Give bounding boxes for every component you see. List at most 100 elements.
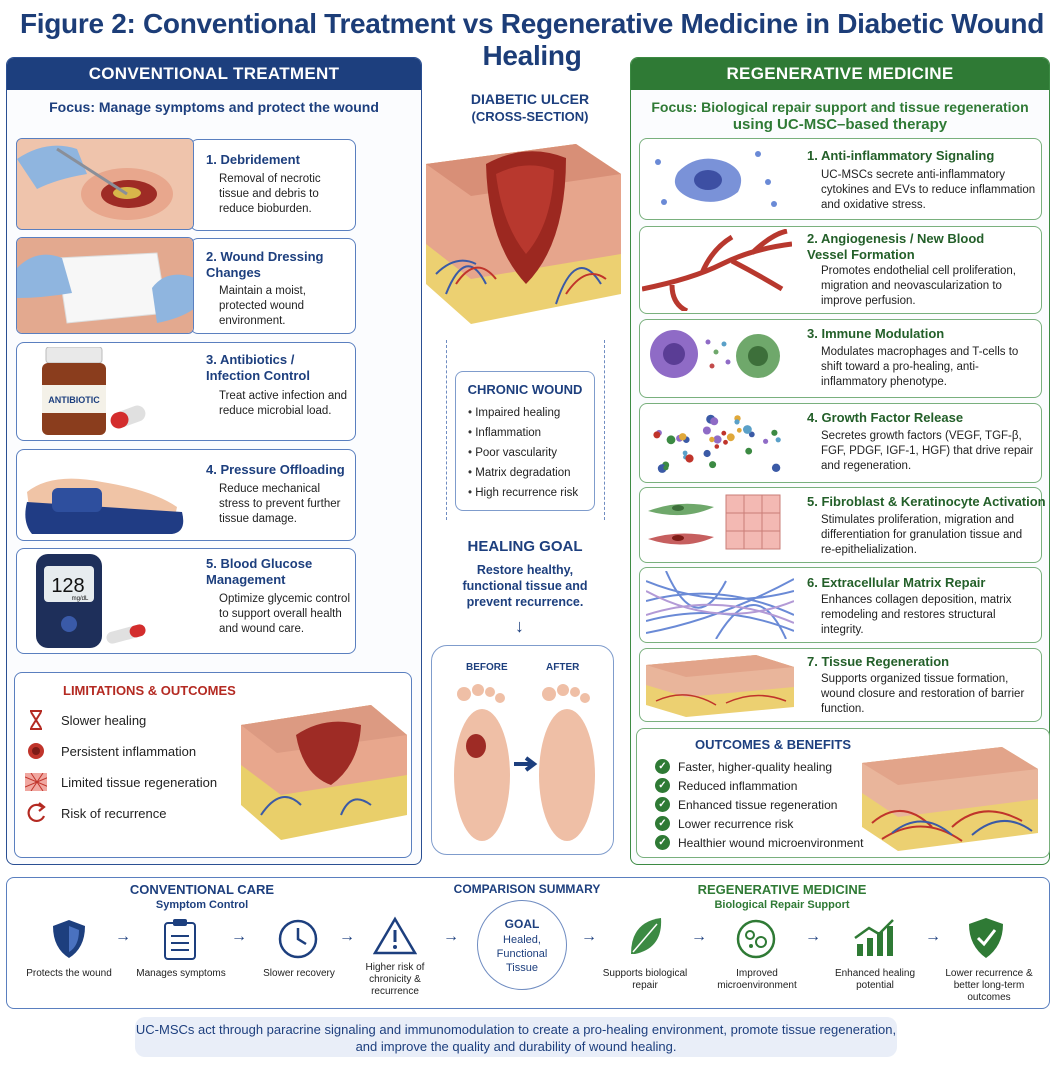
outcome-item: ✓Faster, higher-quality healing: [655, 759, 832, 774]
summary-label: Supports biological repair: [602, 968, 688, 991]
limitation-item: Risk of recurrence: [25, 802, 166, 824]
conv-care-title: CONVENTIONAL CARE: [129, 882, 275, 897]
growth-factor-dot: [771, 463, 781, 472]
debridement-illustration: [16, 138, 194, 230]
arrow-right-icon: →: [339, 928, 355, 945]
conv-care-sub: Symptom Control: [155, 899, 249, 911]
step-title: 5. Blood Glucose Management: [206, 556, 313, 587]
regenerative-focus-2: using UC-MSC–based therapy: [732, 116, 948, 133]
check-shield-icon: [967, 916, 1005, 965]
regen-step-desc: Enhances collagen deposition, matrix rem…: [821, 594, 1012, 636]
regen-step-card: [639, 487, 1042, 563]
chronic-wound-illustration: [241, 695, 407, 845]
warning-icon: [372, 916, 418, 961]
inflammation-icon: [25, 740, 47, 762]
check-icon: ✓: [655, 835, 670, 850]
arrow-right-icon: →: [581, 928, 597, 945]
glucometer-icon: 128 mg/dL: [30, 552, 170, 650]
ulcer-title: DIABETIC ULCER (CROSS-SECTION): [470, 91, 590, 124]
chronic-wound-title: CHRONIC WOUND: [467, 382, 583, 397]
antibiotic-label: ANTIBIOTIC: [48, 395, 100, 405]
step-desc: Maintain a moist, protected wound enviro…: [219, 285, 306, 327]
outcomes-box: OUTCOMES & BENEFITS ✓Faster, higher-qual…: [636, 728, 1050, 858]
chronic-item: Matrix degradation: [468, 463, 594, 483]
shield-icon: [51, 918, 87, 965]
growth-factor-dot: [713, 435, 722, 444]
debridement-card: [190, 139, 356, 231]
msc-cell-icon: [648, 142, 788, 216]
chronic-item: Impaired healing: [468, 403, 594, 423]
regen-sub: Biological Repair Support: [714, 899, 850, 911]
check-icon: ✓: [655, 816, 670, 831]
arrow-right-icon: →: [115, 928, 131, 945]
goal-circle: GOAL Healed, Functional Tissue: [477, 900, 567, 990]
tissue-icon: [25, 771, 47, 793]
growth-factor-dot: [709, 461, 717, 469]
regen-step-desc: Modulates macrophages and T-cells to shi…: [821, 346, 1019, 388]
before-after-box: BEFORE AFTER: [431, 645, 614, 855]
leaf-icon: [627, 916, 665, 963]
summary-label: Higher risk of chronicity & recurrence: [365, 962, 425, 997]
step-desc: Reduce mechanical stress to prevent furt…: [219, 483, 341, 525]
blood-vessel-icon: [641, 228, 793, 314]
after-label: AFTER: [546, 662, 580, 673]
summary-label: Slower recovery: [263, 968, 335, 979]
goal-head: GOAL: [504, 917, 540, 931]
extracellular-matrix-icon: [645, 570, 795, 640]
figure-title: Figure 2: Conventional Treatment vs Rege…: [19, 8, 1045, 71]
regen-step-title: 2. Angiogenesis / New Blood Vessel Forma…: [807, 231, 985, 262]
growth-factor-dot: [666, 435, 676, 445]
growth-factor-dot: [763, 438, 769, 444]
growth-factor-dot: [679, 433, 687, 441]
recurrence-icon: [25, 802, 47, 824]
arrow-right-icon: →: [231, 928, 247, 945]
limitations-box: LIMITATIONS & OUTCOMES Slower healing Pe…: [14, 672, 412, 858]
down-arrow-icon: ↓: [515, 616, 524, 636]
regen-step-desc: Stimulates proliferation, migration and …: [821, 514, 1023, 556]
step-title: 3. Antibiotics / Infection Control: [206, 352, 310, 383]
dressing-card: [190, 238, 356, 334]
step-desc: Treat active infection and reduce microb…: [219, 390, 348, 417]
chronic-item: High recurrence risk: [468, 483, 594, 503]
fibroblast-keratinocyte-icon: [644, 491, 794, 559]
check-icon: ✓: [655, 778, 670, 793]
summary-label: Protects the wound: [26, 968, 112, 979]
growth-factor-dot: [736, 427, 742, 433]
chronic-wound-box: CHRONIC WOUND Impaired healing Inflammat…: [455, 371, 595, 511]
growth-factor-dot: [685, 454, 694, 463]
footer-note: UC-MSCs act through paracrine signaling …: [135, 1017, 897, 1057]
step-title: 1. Debridement: [206, 152, 300, 167]
healing-goal-text: Restore healthy, functional tissue and p…: [462, 563, 588, 609]
divider-left: [446, 340, 447, 520]
growth-factor-dot: [710, 417, 719, 426]
regen-step-title: 3. Immune Modulation: [807, 326, 945, 341]
outcome-item: ✓Lower recurrence risk: [655, 816, 793, 831]
growth-factor-dot: [734, 419, 740, 425]
glucose-unit: mg/dL: [72, 596, 89, 602]
limitation-item: Limited tissue regeneration: [25, 771, 217, 793]
growth-factor-dot: [726, 433, 735, 442]
growth-factor-dot: [748, 431, 755, 438]
regen-step-title: 5. Fibroblast & Keratinocyte Activation: [807, 494, 1046, 509]
glucose-reading: 128: [51, 575, 84, 597]
growth-factor-dot: [721, 430, 727, 436]
step-desc: Optimize glycemic control to support ove…: [219, 593, 351, 635]
summary-label: Manages symptoms: [136, 968, 226, 979]
arrow-right-icon: →: [691, 928, 707, 945]
regen-step-title: 6. Extracellular Matrix Repair: [807, 575, 986, 590]
growth-factor-dot: [653, 431, 661, 439]
arrow-right-icon: →: [443, 928, 459, 945]
limitation-item: Slower healing: [25, 709, 146, 731]
comparison-title: COMPARISON SUMMARY: [453, 882, 601, 896]
clock-icon: [277, 918, 319, 965]
regen-title: REGENERATIVE MEDICINE: [697, 882, 867, 897]
outcome-item: ✓Enhanced tissue regeneration: [655, 797, 837, 812]
limitations-header: LIMITATIONS & OUTCOMES: [63, 683, 236, 698]
regen-step-desc: Secretes growth factors (VEGF, TGF-β, FG…: [821, 430, 1034, 472]
goal-body: Healed, Functional Tissue: [496, 934, 548, 974]
summary-label: Enhanced healing potential: [834, 968, 916, 991]
arrow-right-icon: →: [805, 928, 821, 945]
regen-step-title: 1. Anti-inflammatory Signaling: [807, 148, 995, 163]
offloading-shoe-icon: [22, 452, 188, 538]
regenerative-header: REGENERATIVE MEDICINE: [631, 58, 1049, 90]
